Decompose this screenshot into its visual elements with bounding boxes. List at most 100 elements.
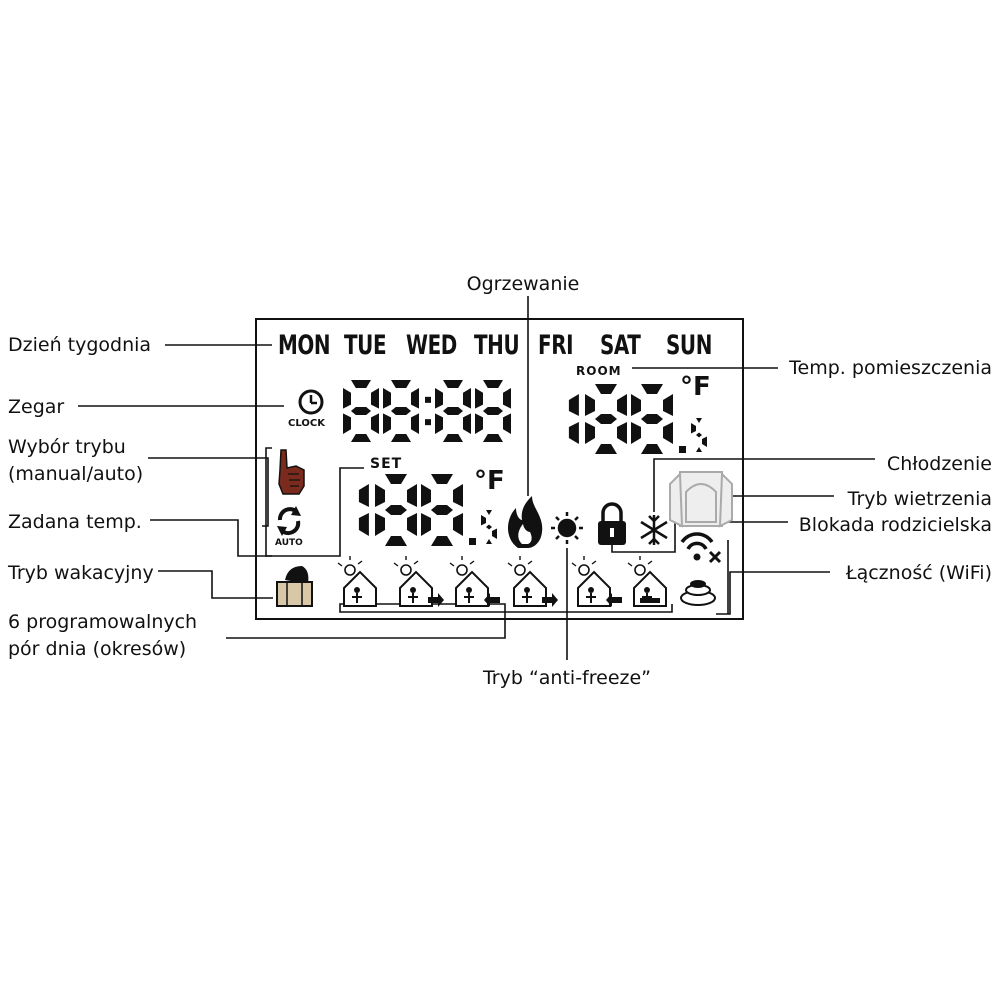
sun-icon [551,512,583,544]
label-holiday-mode: Tryb wakacyjny [8,562,154,584]
segment-e [475,413,483,434]
room-digit-2 [631,384,673,454]
segment-f [435,388,443,409]
segment-c [492,528,497,539]
auto-cycle-icon [277,506,301,536]
mode-bracket [265,447,272,557]
segment-c [453,513,463,536]
set-caption: SET [370,456,403,472]
segment-e [375,513,385,536]
label-anti-freeze: Tryb “anti-freeze” [482,667,652,689]
wifi-icon [680,532,722,564]
segment-b [411,388,419,409]
period-return-icon [449,556,500,607]
clock-digits [343,380,511,442]
label-cooling: Chłodzenie [886,453,992,475]
set-temp-digits [358,474,497,546]
padlock-icon [598,502,626,545]
label-heating: Ogrzewanie [466,273,580,295]
segment-e [421,513,431,536]
segment-f [691,423,696,434]
segment-d [483,434,503,442]
segment-f [343,388,351,409]
colon-dot [425,419,431,426]
segment-a [431,474,453,484]
cloud-icon [680,580,716,606]
day-tue: TUE [344,330,387,361]
room-digit-1 [585,384,627,454]
segment-d [385,536,407,546]
leader-cooling [653,458,875,512]
segment-b [407,484,417,507]
clock-caption: CLOCK [288,418,325,429]
segment-a [443,380,463,388]
clock-digit-0 [343,380,379,442]
label-periods-2: pór dnia (okresów) [8,638,187,660]
colon-dot [425,396,431,403]
segment-g [391,407,411,415]
segment-a [483,380,503,388]
segment-g [641,414,663,424]
open-window-icon [669,471,733,528]
period-return2-icon [571,556,622,607]
lcd-display-frame [255,318,744,620]
segment-a [351,380,371,388]
segment-e [343,413,351,434]
room-caption: ROOM [576,364,622,378]
segment-f [383,388,391,409]
segment-g [595,414,617,424]
set-unit: °F [474,466,505,496]
segment-d [696,447,702,452]
room-decimal-digit [691,418,707,452]
segment-d [391,434,411,442]
segment-f [585,394,595,416]
leader-holiday [158,570,273,599]
segment-f [475,388,483,409]
label-connectivity: Łączność (WiFi) [845,562,992,584]
segment-a [641,384,663,394]
day-thu: THU [474,330,520,361]
period-sleep-icon [627,556,667,607]
auto-caption: AUTO [275,538,303,548]
room-unit: °F [680,372,711,402]
room-decimal-point [679,446,686,453]
snowflake-icon [640,515,668,545]
label-set-temp: Zadana temp. [8,511,142,533]
clock-digit-1 [383,380,419,442]
day-fri: FRI [538,330,574,361]
clock-icon [298,389,324,415]
segment-g [351,407,371,415]
segment-f [631,394,641,416]
segment-c [411,413,419,434]
segment-g [385,505,407,515]
segment-g [696,432,702,438]
segment-b [663,394,673,416]
segment-c [371,413,379,434]
segment-b [453,484,463,507]
label-child-lock: Blokada rodzicielska [798,514,992,536]
segment-d [443,434,463,442]
hand-icon [278,449,305,495]
set-decimal-digit [481,510,497,544]
room-temp-digits [568,384,707,454]
segment-c [568,422,579,444]
clock-digit-3 [435,380,471,442]
segment-e [435,413,443,434]
segment-b [503,388,511,409]
segment-c [358,513,369,536]
segment-g [483,407,503,415]
leader-set [150,467,364,557]
segment-f [375,484,385,507]
segment-c [617,422,627,444]
set-decimal-point [469,538,476,545]
day-wed: WED [406,330,457,361]
segment-b [463,388,471,409]
segment-d [641,444,663,454]
segment-d [431,536,453,546]
segment-a [391,380,411,388]
segment-g [443,407,463,415]
flame-icon [508,496,543,548]
leader-wifi [716,571,830,615]
set-digit-2 [421,474,463,546]
